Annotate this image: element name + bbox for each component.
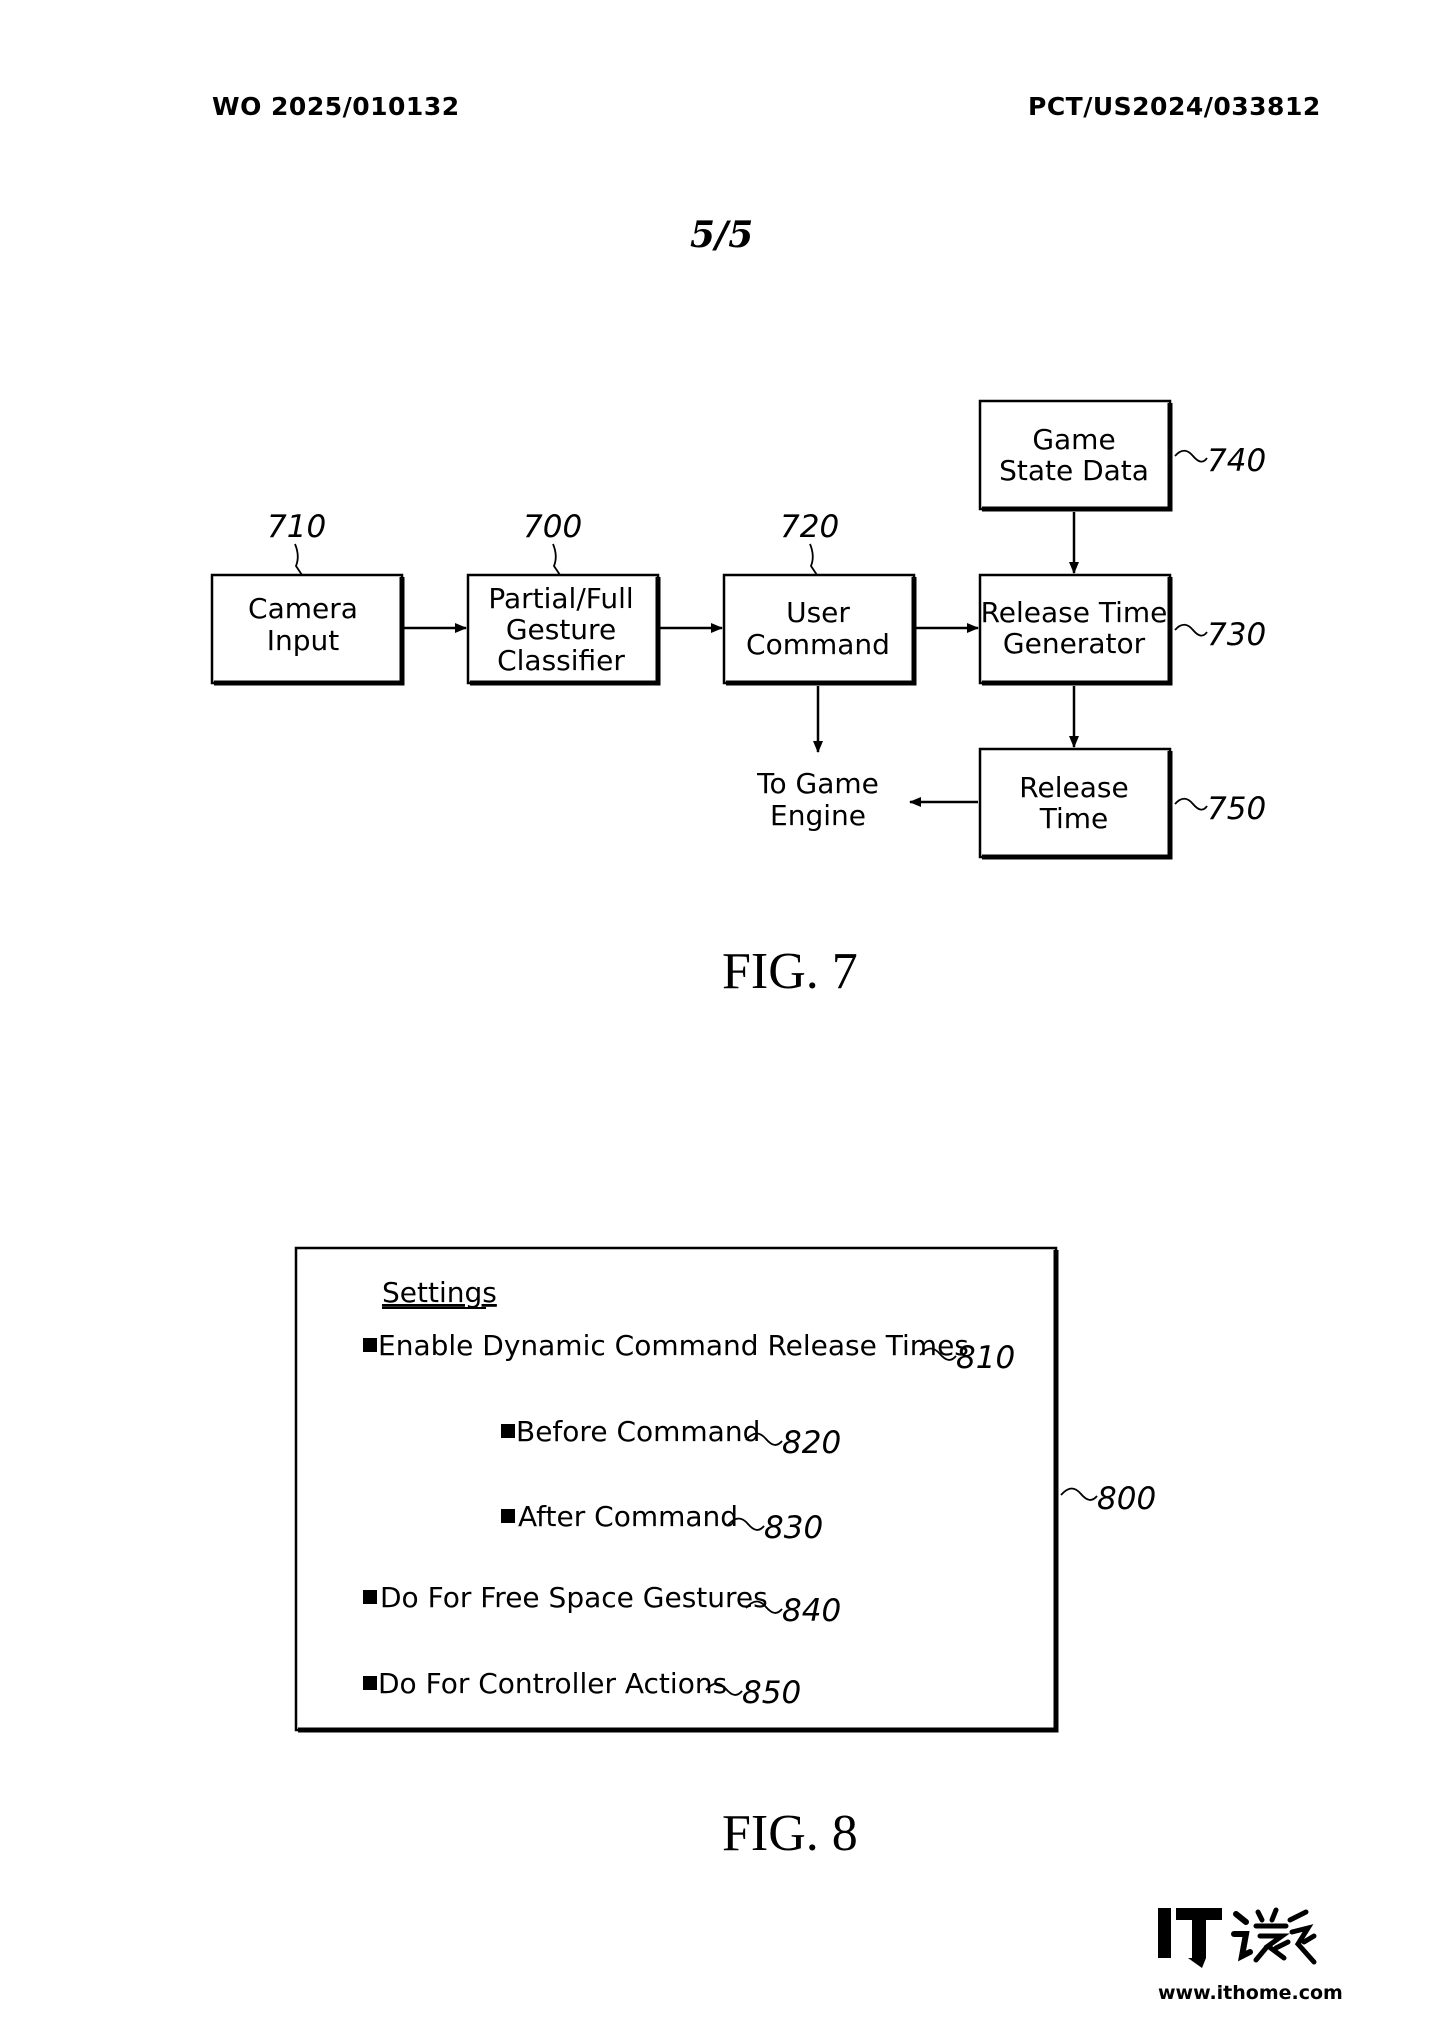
- game-engine-label-line-2: Engine: [770, 799, 866, 832]
- gesture-classifier-line-2: Gesture: [506, 613, 616, 646]
- ref-750: 750: [1207, 791, 1266, 827]
- application-number: PCT/US2024/033812: [1028, 92, 1321, 121]
- gesture-classifier-line-1: Partial/Full: [488, 582, 633, 615]
- checkbox-icon: [501, 1424, 515, 1438]
- leader-730: [1174, 623, 1208, 637]
- fig8-settings-panel: Settings Enable Dynamic Command Release …: [294, 1246, 1059, 1733]
- publication-number: WO 2025/010132: [212, 92, 460, 121]
- ref-710: 710: [267, 509, 326, 545]
- setting-free-space-gestures: Do For Free Space Gestures: [380, 1581, 768, 1614]
- release-time-box: Release Time: [978, 747, 1173, 860]
- user-command-line-2: Command: [746, 628, 890, 661]
- leader-710: [294, 543, 303, 576]
- leader-800: [1060, 1487, 1098, 1501]
- leader-810: [919, 1347, 957, 1361]
- release-time-generator-line-2: Generator: [1003, 627, 1146, 660]
- fig7-diagram: Camera Input 710 Partial/Full Gesture Cl…: [210, 399, 1266, 860]
- ref-810: 810: [956, 1340, 1015, 1376]
- checkbox-icon: [363, 1338, 377, 1352]
- settings-title: Settings: [382, 1276, 497, 1309]
- game-state-data-box: Game State Data: [978, 399, 1173, 512]
- leader-840: [745, 1600, 783, 1614]
- ref-820: 820: [782, 1425, 841, 1461]
- ref-700: 700: [523, 509, 582, 545]
- checkbox-icon: [363, 1676, 377, 1690]
- ref-730: 730: [1207, 617, 1266, 653]
- leader-740: [1174, 449, 1208, 463]
- setting-enable-dynamic-release: Enable Dynamic Command Release Times: [378, 1329, 969, 1362]
- camera-input-line-2: Input: [267, 624, 340, 657]
- leader-700: [552, 543, 561, 576]
- page-number: 5/5: [690, 214, 754, 256]
- setting-before-command: Before Command: [516, 1415, 760, 1448]
- leader-720: [809, 543, 818, 576]
- user-command-line-1: User: [786, 596, 850, 629]
- leader-750: [1174, 797, 1208, 811]
- ref-850: 850: [742, 1675, 801, 1711]
- game-state-data-line-2: State Data: [999, 454, 1149, 487]
- camera-input-line-1: Camera: [248, 592, 358, 625]
- leader-850: [705, 1682, 743, 1696]
- game-state-data-line-1: Game: [1032, 423, 1115, 456]
- checkbox-icon: [501, 1509, 515, 1523]
- ref-720: 720: [780, 509, 839, 545]
- release-time-generator-box: Release Time Generator: [978, 573, 1173, 686]
- release-time-line-1: Release: [1019, 771, 1128, 804]
- gesture-classifier-box: Partial/Full Gesture Classifier: [466, 573, 661, 686]
- checkbox-icon: [363, 1590, 377, 1604]
- ref-800: 800: [1097, 1481, 1156, 1517]
- ref-740: 740: [1207, 443, 1266, 479]
- fig7-caption: FIG. 7: [722, 943, 858, 1000]
- game-engine-label-line-1: To Game: [756, 767, 879, 800]
- ithome-url: www.ithome.com: [1158, 1982, 1343, 2004]
- leader-830: [727, 1517, 765, 1531]
- release-time-line-2: Time: [1039, 802, 1109, 835]
- ref-830: 830: [764, 1510, 823, 1546]
- ref-840: 840: [782, 1593, 841, 1629]
- ithome-logo: [1158, 1907, 1317, 1968]
- user-command-box: User Command: [722, 573, 917, 686]
- release-time-generator-line-1: Release Time: [981, 596, 1168, 629]
- leader-820: [745, 1432, 783, 1446]
- fig8-caption: FIG. 8: [722, 1805, 858, 1862]
- setting-after-command: After Command: [518, 1500, 738, 1533]
- gesture-classifier-line-3: Classifier: [497, 644, 625, 677]
- setting-controller-actions: Do For Controller Actions: [378, 1667, 727, 1700]
- camera-input-box: Camera Input: [210, 573, 405, 686]
